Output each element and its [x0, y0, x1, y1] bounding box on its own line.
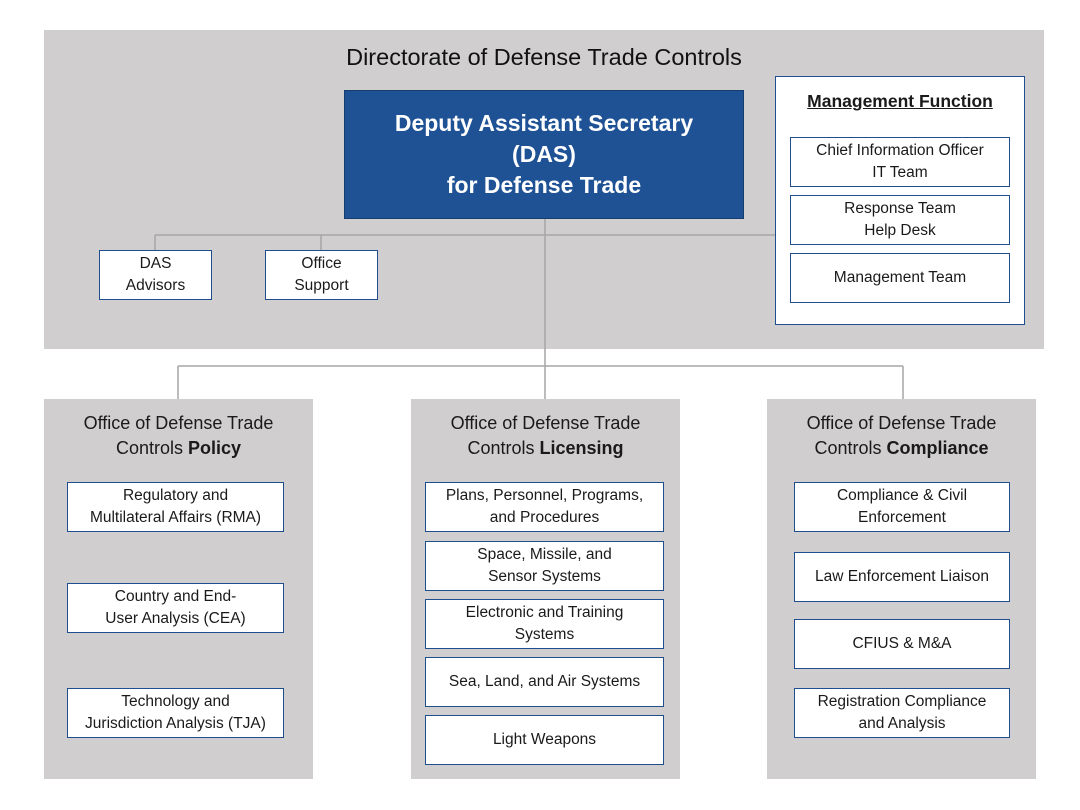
compliance-unit-box: Law Enforcement Liaison: [794, 552, 1010, 602]
box-line: Space, Missile, and: [477, 546, 612, 563]
box-line: Electronic and Training: [465, 604, 624, 621]
das-advisors-box: DAS Advisors: [99, 250, 212, 300]
management-team-box: Management Team: [790, 253, 1010, 303]
box-line: DAS: [139, 255, 172, 272]
box-line: Help Desk: [864, 222, 936, 239]
licensing-unit-box: Plans, Personnel, Programs, and Procedur…: [425, 482, 664, 532]
box-line: Systems: [514, 626, 575, 643]
office-licensing-title: Office of Defense Trade Controls Licensi…: [411, 411, 680, 461]
box-line: User Analysis (CEA): [105, 610, 246, 627]
box-line: Enforcement: [858, 509, 946, 526]
das-title-line: for Defense Trade: [446, 172, 642, 198]
das-title-line: (DAS): [512, 141, 576, 167]
management-team-box: Response Team Help Desk: [790, 195, 1010, 245]
licensing-unit-box: Sea, Land, and Air Systems: [425, 657, 664, 707]
compliance-unit-box: CFIUS & M&A: [794, 619, 1010, 669]
box-line: Sensor Systems: [488, 568, 601, 585]
office-compliance-title: Office of Defense Trade Controls Complia…: [767, 411, 1036, 461]
licensing-unit-box: Electronic and Training Systems: [425, 599, 664, 649]
box-line: and Procedures: [489, 509, 600, 526]
box-line: CFIUS & M&A: [852, 635, 952, 652]
box-line: Support: [294, 277, 349, 294]
office-title-bold: Licensing: [539, 438, 624, 458]
box-line: Advisors: [125, 277, 186, 294]
box-line: Chief Information Officer: [816, 142, 984, 159]
box-line: Regulatory and: [122, 487, 229, 504]
box-line: Multilateral Affairs (RMA): [89, 509, 262, 526]
das-box: Deputy Assistant Secretary (DAS) for Def…: [344, 90, 744, 219]
box-line: IT Team: [872, 164, 928, 181]
box-line: Compliance & Civil: [836, 487, 968, 504]
office-title-prefix: Controls: [115, 438, 188, 458]
management-team-box: Chief Information Officer IT Team: [790, 137, 1010, 187]
box-line: Law Enforcement Liaison: [814, 568, 990, 585]
box-line: Management Team: [833, 269, 967, 286]
policy-unit-box: Technology and Jurisdiction Analysis (TJ…: [67, 688, 284, 738]
compliance-unit-box: Compliance & Civil Enforcement: [794, 482, 1010, 532]
office-title-line: Office of Defense Trade: [806, 413, 997, 433]
box-line: Jurisdiction Analysis (TJA): [85, 715, 266, 732]
office-policy-title: Office of Defense Trade Controls Policy: [44, 411, 313, 461]
office-title-prefix: Controls: [467, 438, 540, 458]
das-title-line: Deputy Assistant Secretary: [394, 110, 694, 136]
office-title-bold: Compliance: [886, 438, 989, 458]
compliance-unit-box: Registration Compliance and Analysis: [794, 688, 1010, 738]
management-function-title: Management Function: [807, 91, 993, 111]
box-line: Plans, Personnel, Programs,: [445, 487, 644, 504]
office-title-bold: Policy: [188, 438, 242, 458]
licensing-unit-box: Light Weapons: [425, 715, 664, 765]
box-line: Sea, Land, and Air Systems: [448, 673, 641, 690]
office-title-line: Office of Defense Trade: [83, 413, 274, 433]
box-line: Light Weapons: [492, 731, 597, 748]
policy-unit-box: Regulatory and Multilateral Affairs (RMA…: [67, 482, 284, 532]
box-line: Office: [301, 255, 342, 272]
box-line: and Analysis: [858, 715, 946, 732]
box-line: Country and End-: [114, 588, 237, 605]
box-line: Response Team: [844, 200, 956, 217]
office-title-prefix: Controls: [814, 438, 887, 458]
box-line: Registration Compliance: [817, 693, 987, 710]
licensing-unit-box: Space, Missile, and Sensor Systems: [425, 541, 664, 591]
office-support-box: Office Support: [265, 250, 378, 300]
directorate-title: Directorate of Defense Trade Controls: [346, 44, 742, 70]
policy-unit-box: Country and End- User Analysis (CEA): [67, 583, 284, 633]
office-title-line: Office of Defense Trade: [450, 413, 641, 433]
box-line: Technology and: [121, 693, 230, 710]
